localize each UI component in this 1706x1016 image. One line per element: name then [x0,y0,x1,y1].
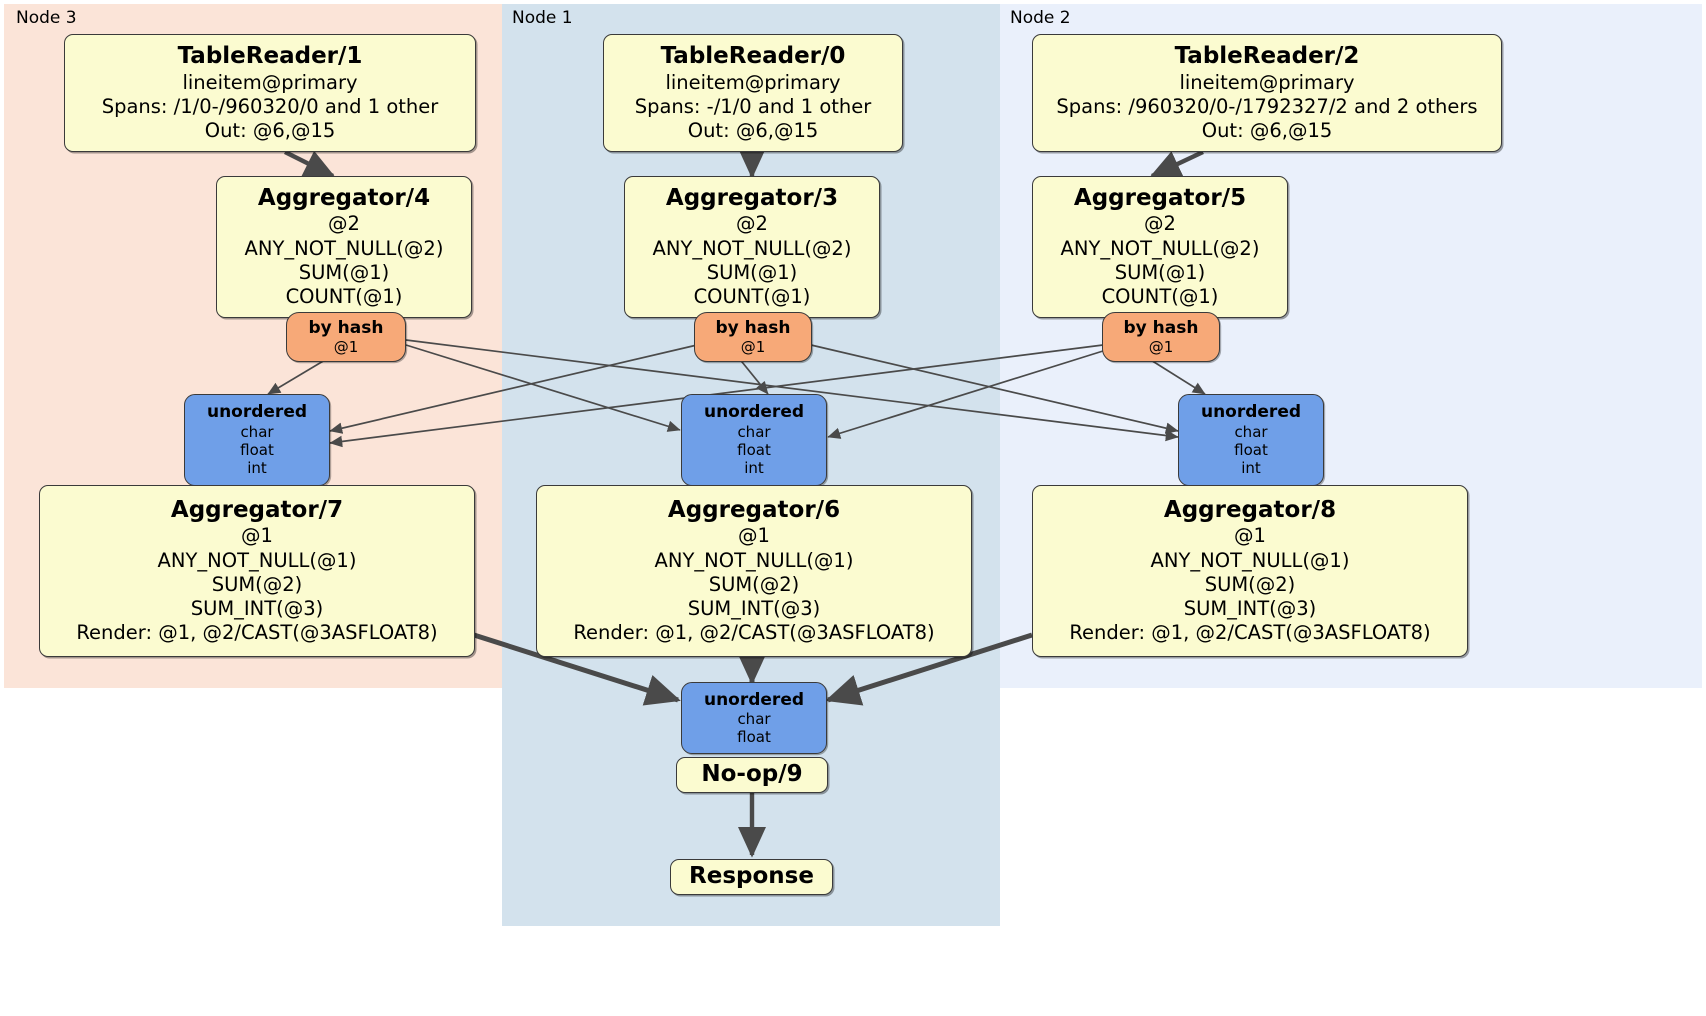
processor-detail: SUM(@2) [1204,572,1296,596]
processor-detail: SUM_INT(@3) [687,596,821,620]
router-title: by hash [1123,317,1199,338]
processor-detail: Out: @6,@15 [687,118,819,142]
processor-aggregator-5[interactable]: Aggregator/5 @2 ANY_NOT_NULL(@2) SUM(@1)… [1032,176,1288,318]
router-title: by hash [308,317,384,338]
processor-title: Aggregator/8 [1163,496,1337,523]
processor-detail: ANY_NOT_NULL(@1) [157,548,357,572]
synchronizer-title: unordered [206,402,308,423]
processor-aggregator-6[interactable]: Aggregator/6 @1 ANY_NOT_NULL(@1) SUM(@2)… [536,485,972,657]
processor-detail: ANY_NOT_NULL(@1) [1150,548,1350,572]
processor-detail: ANY_NOT_NULL(@2) [244,236,444,260]
processor-detail: SUM(@1) [706,260,798,284]
processor-detail: Spans: /1/0-/960320/0 and 1 other [101,94,439,118]
router-detail: @1 [740,338,766,357]
synchronizer-type: int [247,459,267,478]
region-label-node-2: Node 2 [1010,8,1071,28]
processor-detail: lineitem@primary [182,70,358,94]
processor-title: TableReader/0 [660,42,846,69]
processor-detail: Out: @6,@15 [204,118,336,142]
processor-detail: COUNT(@1) [1101,284,1219,308]
synchronizer-unordered-node-2[interactable]: unordered char float int [1178,394,1324,486]
processor-detail: SUM(@2) [708,572,800,596]
router-by-hash-node-2[interactable]: by hash @1 [1102,312,1220,362]
region-label-node-3: Node 3 [16,8,77,28]
processor-detail: SUM(@1) [1114,260,1206,284]
processor-detail: @1 [241,524,273,548]
processor-noop-9[interactable]: No-op/9 [676,757,828,793]
synchronizer-unordered-node-1[interactable]: unordered char float int [681,394,827,486]
synchronizer-unordered-node-3[interactable]: unordered char float int [184,394,330,486]
processor-detail: COUNT(@1) [693,284,811,308]
processor-response[interactable]: Response [670,859,833,895]
processor-detail: lineitem@primary [1179,70,1355,94]
processor-detail: @1 [1234,524,1266,548]
processor-render: Render: @1, @2/CAST(@3ASFLOAT8) [1069,621,1431,645]
processor-detail: @2 [1144,212,1176,236]
processor-detail: SUM(@1) [298,260,390,284]
processor-detail: ANY_NOT_NULL(@2) [1060,236,1260,260]
processor-detail: SUM_INT(@3) [190,596,324,620]
processor-title: TableReader/2 [1174,42,1360,69]
synchronizer-type: char [737,422,771,441]
synchronizer-type: float [737,728,771,747]
synchronizer-type: int [1241,459,1261,478]
processor-aggregator-7[interactable]: Aggregator/7 @1 ANY_NOT_NULL(@1) SUM(@2)… [39,485,475,657]
synchronizer-type: float [240,441,274,460]
processor-detail: lineitem@primary [665,70,841,94]
processor-detail: SUM_INT(@3) [1183,596,1317,620]
synchronizer-type: int [744,459,764,478]
processor-detail: Out: @6,@15 [1201,118,1333,142]
processor-title: TableReader/1 [177,42,363,69]
synchronizer-title: unordered [703,402,805,423]
processor-aggregator-3[interactable]: Aggregator/3 @2 ANY_NOT_NULL(@2) SUM(@1)… [624,176,880,318]
processor-title: Aggregator/5 [1073,184,1247,211]
processor-title: Aggregator/7 [170,496,344,523]
router-title: by hash [715,317,791,338]
processor-tablereader-1[interactable]: TableReader/1 lineitem@primary Spans: /1… [64,34,476,152]
processor-title: Aggregator/6 [667,496,841,523]
processor-tablereader-0[interactable]: TableReader/0 lineitem@primary Spans: -/… [603,34,903,152]
router-detail: @1 [333,338,359,357]
processor-detail: COUNT(@1) [285,284,403,308]
synchronizer-unordered-final[interactable]: unordered char float [681,682,827,754]
processor-detail: @2 [328,212,360,236]
router-detail: @1 [1148,338,1174,357]
region-label-node-1: Node 1 [512,8,573,28]
processor-detail: Spans: /960320/0-/1792327/2 and 2 others [1056,94,1478,118]
processor-title: Aggregator/3 [665,184,839,211]
processor-title: Aggregator/4 [257,184,431,211]
processor-detail: @2 [736,212,768,236]
processor-detail: ANY_NOT_NULL(@1) [654,548,854,572]
synchronizer-type: float [1234,441,1268,460]
processor-render: Render: @1, @2/CAST(@3ASFLOAT8) [76,621,438,645]
processor-render: Render: @1, @2/CAST(@3ASFLOAT8) [573,621,935,645]
processor-detail: Spans: -/1/0 and 1 other [634,94,872,118]
router-by-hash-node-3[interactable]: by hash @1 [286,312,406,362]
processor-detail: SUM(@2) [211,572,303,596]
synchronizer-title: unordered [1200,402,1302,423]
router-by-hash-node-1[interactable]: by hash @1 [694,312,812,362]
processor-detail: @1 [738,524,770,548]
processor-title: No-op/9 [701,761,803,788]
synchronizer-type: char [737,709,771,728]
synchronizer-type: char [1234,422,1268,441]
synchronizer-type: char [240,422,274,441]
processor-detail: ANY_NOT_NULL(@2) [652,236,852,260]
synchronizer-type: float [737,441,771,460]
synchronizer-title: unordered [703,689,805,710]
processor-tablereader-2[interactable]: TableReader/2 lineitem@primary Spans: /9… [1032,34,1502,152]
processor-aggregator-8[interactable]: Aggregator/8 @1 ANY_NOT_NULL(@1) SUM(@2)… [1032,485,1468,657]
processor-aggregator-4[interactable]: Aggregator/4 @2 ANY_NOT_NULL(@2) SUM(@1)… [216,176,472,318]
processor-title: Response [689,863,814,890]
